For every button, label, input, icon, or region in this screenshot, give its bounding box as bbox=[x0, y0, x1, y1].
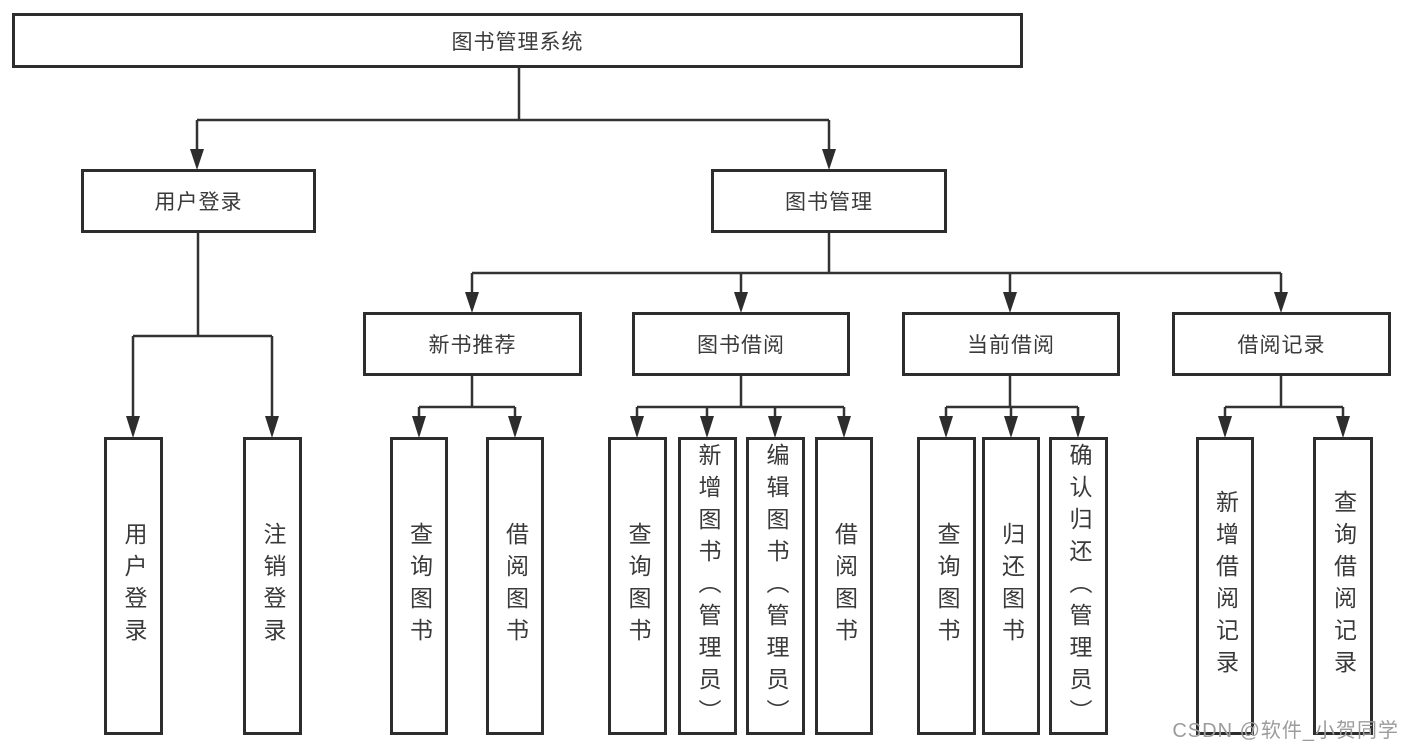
node-current-borrow-label: 当前借阅 bbox=[967, 334, 1055, 357]
node-borrow-record: 借阅记录 bbox=[1172, 312, 1391, 376]
leaf-return-books-label: 归还图书 bbox=[998, 522, 1025, 650]
leaf-current-query-books: 查询图书 bbox=[917, 437, 976, 735]
node-current-borrow: 当前借阅 bbox=[902, 312, 1120, 376]
leaf-confirm-return-admin: 确认归还（管理员） bbox=[1049, 437, 1108, 735]
node-root-label: 图书管理系统 bbox=[451, 30, 584, 54]
leaf-add-borrow-record-label: 新增借阅记录 bbox=[1212, 490, 1239, 682]
leaf-current-query-books-label: 查询图书 bbox=[934, 522, 960, 650]
node-book-borrow: 图书借阅 bbox=[632, 312, 850, 376]
csdn-watermark: CSDN @软件_小贺同学 bbox=[1172, 720, 1399, 742]
leaf-borrow-query-books-label: 查询图书 bbox=[625, 522, 651, 650]
leaf-borrow-books: 借阅图书 bbox=[815, 437, 873, 735]
leaf-edit-books-admin: 编辑图书（管理员） bbox=[746, 437, 805, 735]
node-book-management-label: 图书管理 bbox=[785, 191, 873, 214]
leaf-add-books-admin-label: 新增图书（管理员） bbox=[695, 443, 721, 731]
node-book-borrow-label: 图书借阅 bbox=[697, 334, 785, 357]
leaf-borrow-books-label: 借阅图书 bbox=[831, 522, 858, 650]
leaf-add-borrow-record: 新增借阅记录 bbox=[1196, 437, 1254, 735]
leaf-return-books: 归还图书 bbox=[982, 437, 1040, 735]
node-book-management: 图书管理 bbox=[711, 169, 947, 233]
node-borrow-record-label: 借阅记录 bbox=[1237, 334, 1326, 357]
leaf-edit-books-admin-label: 编辑图书（管理员） bbox=[763, 443, 789, 731]
node-user-login: 用户登录 bbox=[81, 169, 316, 233]
node-root: 图书管理系统 bbox=[12, 13, 1023, 68]
leaf-user-login-label: 用户登录 bbox=[121, 522, 147, 650]
leaf-add-books-admin: 新增图书（管理员） bbox=[678, 437, 737, 735]
node-user-login-label: 用户登录 bbox=[154, 191, 243, 214]
leaf-confirm-return-admin-label: 确认归还（管理员） bbox=[1066, 443, 1092, 731]
leaf-newbook-borrow-books: 借阅图书 bbox=[486, 437, 544, 735]
leaf-logout-label: 注销登录 bbox=[260, 522, 286, 650]
leaf-newbook-query-books-label: 查询图书 bbox=[406, 522, 433, 650]
leaf-user-login: 用户登录 bbox=[104, 437, 163, 735]
leaf-newbook-query-books: 查询图书 bbox=[390, 437, 448, 735]
leaf-logout: 注销登录 bbox=[243, 437, 302, 735]
node-new-book-recommend: 新书推荐 bbox=[363, 312, 582, 376]
leaf-newbook-borrow-books-label: 借阅图书 bbox=[502, 522, 529, 650]
leaf-query-borrow-record-label: 查询借阅记录 bbox=[1330, 490, 1357, 682]
leaf-query-borrow-record: 查询借阅记录 bbox=[1313, 437, 1373, 735]
node-new-book-recommend-label: 新书推荐 bbox=[428, 334, 517, 357]
leaf-borrow-query-books: 查询图书 bbox=[608, 437, 667, 735]
